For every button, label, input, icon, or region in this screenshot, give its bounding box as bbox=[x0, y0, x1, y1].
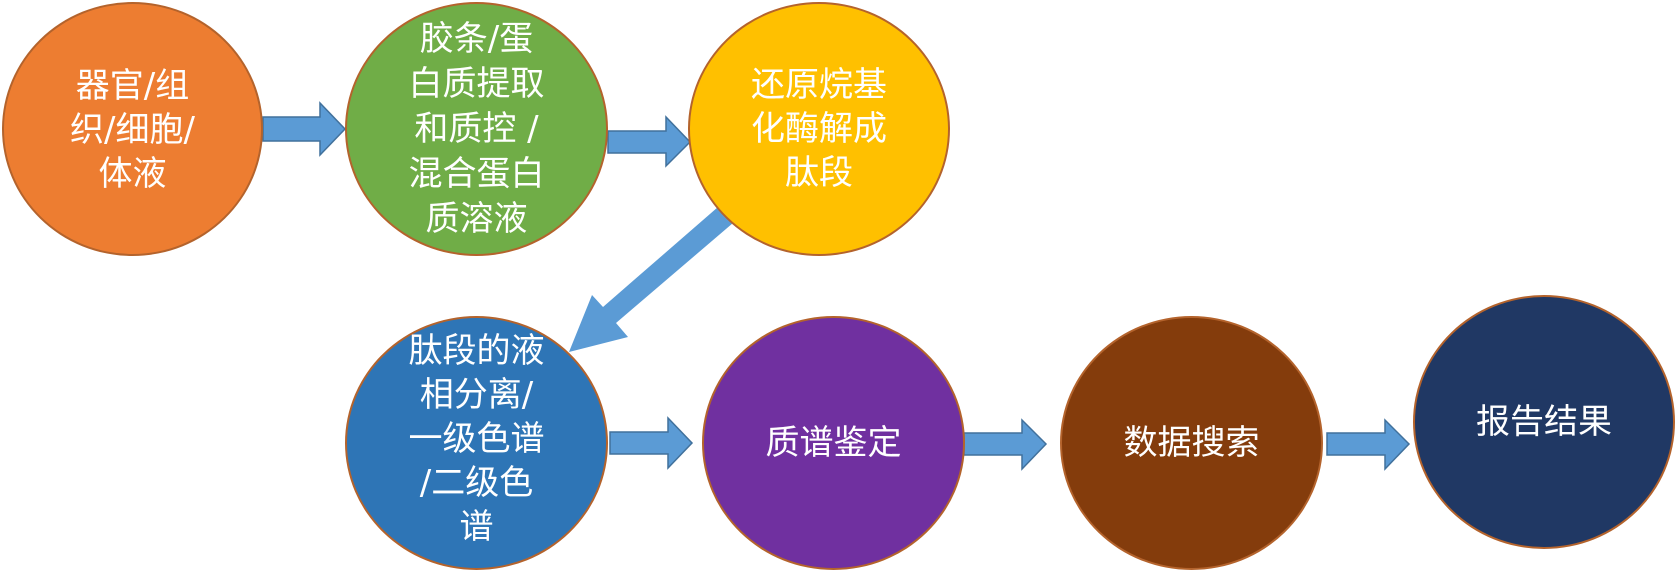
node-peptide-separation: 肽段的液 相分离/ 一级色谱 /二级色 谱 bbox=[345, 316, 608, 570]
node-protein-extraction: 胶条/蛋 白质提取 和质控 / 混合蛋白 质溶液 bbox=[345, 2, 608, 256]
node-label: 报告结果 bbox=[1476, 402, 1612, 442]
arrow-n1-to-n2 bbox=[262, 101, 347, 157]
node-data-search: 数据搜索 bbox=[1060, 316, 1323, 570]
node-label: 还原烷基 化酶解成 肽段 bbox=[751, 65, 887, 193]
node-label: 肽段的液 相分离/ 一级色谱 /二级色 谱 bbox=[408, 331, 545, 547]
node-label: 器官/组 织/细胞/ 体液 bbox=[70, 66, 195, 194]
node-label: 质谱鉴定 bbox=[765, 423, 902, 463]
node-label: 胶条/蛋 白质提取 和质控 / 混合蛋白 质溶液 bbox=[408, 18, 545, 239]
node-label: 数据搜索 bbox=[1123, 423, 1260, 463]
arrow-n2-to-n3 bbox=[607, 115, 692, 168]
arrow-n4-to-n5 bbox=[609, 416, 694, 470]
arrow-n6-to-n7 bbox=[1326, 418, 1411, 471]
arrow-n5-to-n6 bbox=[963, 418, 1048, 471]
node-reduction-digestion: 还原烷基 化酶解成 肽段 bbox=[688, 2, 950, 256]
node-report-results: 报告结果 bbox=[1413, 295, 1675, 549]
arrow-n3-to-n4 bbox=[569, 207, 733, 352]
node-sample-source: 器官/组 织/细胞/ 体液 bbox=[2, 2, 263, 256]
node-ms-identification: 质谱鉴定 bbox=[702, 316, 965, 570]
